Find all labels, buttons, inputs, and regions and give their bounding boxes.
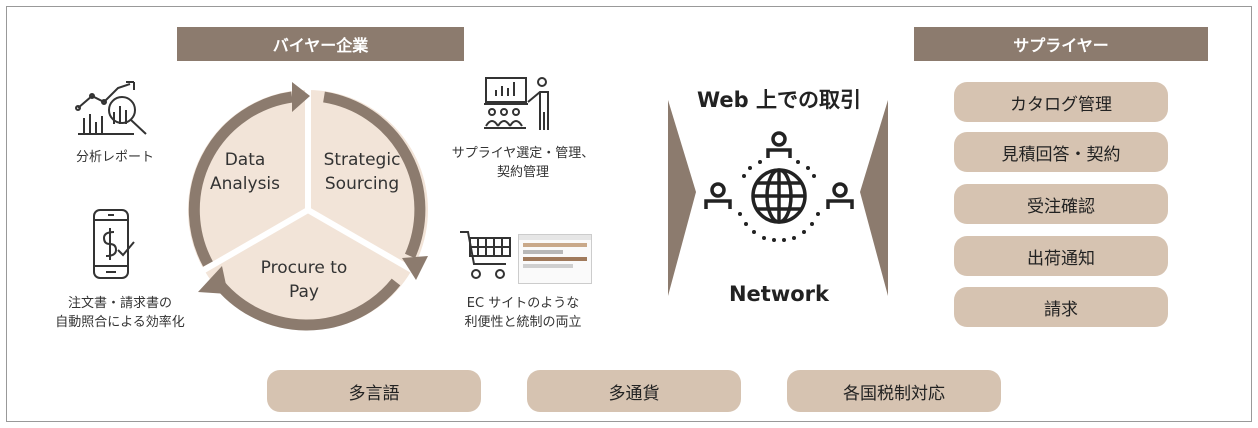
segment-procure-to-pay-line2: Pay <box>289 282 319 302</box>
caption-invoice-matching: 注文書・請求書の 自動照合による効率化 <box>40 294 200 332</box>
feature-multilingual: 多言語 <box>267 370 481 412</box>
ec-site-screenshot-row2 <box>523 250 563 254</box>
caption-analysis-report: 分析レポート <box>75 150 154 165</box>
segment-data-analysis-line1: Data <box>224 150 266 170</box>
arrowhead-right <box>402 256 428 280</box>
supplier-item-billing: 請求 <box>954 287 1168 327</box>
ec-site-screenshot-row3 <box>523 257 587 261</box>
caption-invoice-matching-line2: 自動照合による効率化 <box>55 315 185 330</box>
divider-left <box>202 207 310 273</box>
ec-site-screenshot <box>518 234 592 284</box>
ec-site-screenshot-row4 <box>523 264 573 268</box>
caption-ec-site-line1: EC サイトのような <box>466 296 580 311</box>
segment-data-analysis: Data Analysis <box>200 148 290 196</box>
smartphone-payment-icon <box>93 209 135 279</box>
supplier-item-order-confirm: 受注確認 <box>954 184 1168 224</box>
network-title: Web 上での取引 <box>696 88 861 112</box>
buyer-header: バイヤー企業 <box>177 27 464 61</box>
caption-supplier-select-line1: サプライヤ選定・管理、 <box>451 146 595 161</box>
segment-procure-to-pay: Procure to Pay <box>254 256 354 304</box>
network-arrows <box>668 100 888 296</box>
ring-arc-left <box>188 91 293 267</box>
presentation-icon <box>484 77 549 130</box>
cycle-diagram <box>188 82 428 331</box>
divider-right <box>306 207 414 273</box>
caption-invoice-matching-line1: 注文書・請求書の <box>67 296 172 311</box>
shopping-cart-icon <box>460 231 511 279</box>
arrowhead-top <box>292 82 310 112</box>
ec-site-screenshot-bar <box>519 235 591 240</box>
feature-tax-compliance: 各国税制対応 <box>787 370 1001 412</box>
supplier-item-catalog: カタログ管理 <box>954 82 1168 122</box>
caption-ec-site-line2: 利便性と統制の両立 <box>464 315 582 330</box>
segment-procure-to-pay-line1: Procure to <box>260 258 348 278</box>
global-network-icon <box>704 131 854 242</box>
caption-supplier-select-line2: 契約管理 <box>496 165 549 180</box>
network-label: Network <box>728 282 829 306</box>
segment-strategic-sourcing-line2: Sourcing <box>324 174 400 194</box>
segment-data-analysis-line2: Analysis <box>209 174 281 194</box>
ec-site-screenshot-row1 <box>523 243 587 247</box>
caption-supplier-select: サプライヤ選定・管理、 契約管理 <box>448 144 598 182</box>
ring-arc-bottom <box>211 276 401 331</box>
arrow-left-triangle <box>668 100 696 296</box>
segment-strategic-sourcing: Strategic Sourcing <box>312 148 412 196</box>
arrowhead-bottom-left <box>198 266 228 294</box>
feature-multicurrency: 多通貨 <box>527 370 741 412</box>
segment-strategic-sourcing-line1: Strategic <box>323 150 401 170</box>
supplier-header: サプライヤー <box>914 27 1208 61</box>
supplier-item-shipping-notice: 出荷通知 <box>954 236 1168 276</box>
ring-arc-right <box>323 91 426 259</box>
caption-ec-site: EC サイトのような 利便性と統制の両立 <box>448 294 598 332</box>
supplier-item-quote: 見積回答・契約 <box>954 132 1168 172</box>
arrow-right-triangle <box>860 100 888 296</box>
analysis-report-icon <box>75 81 147 135</box>
